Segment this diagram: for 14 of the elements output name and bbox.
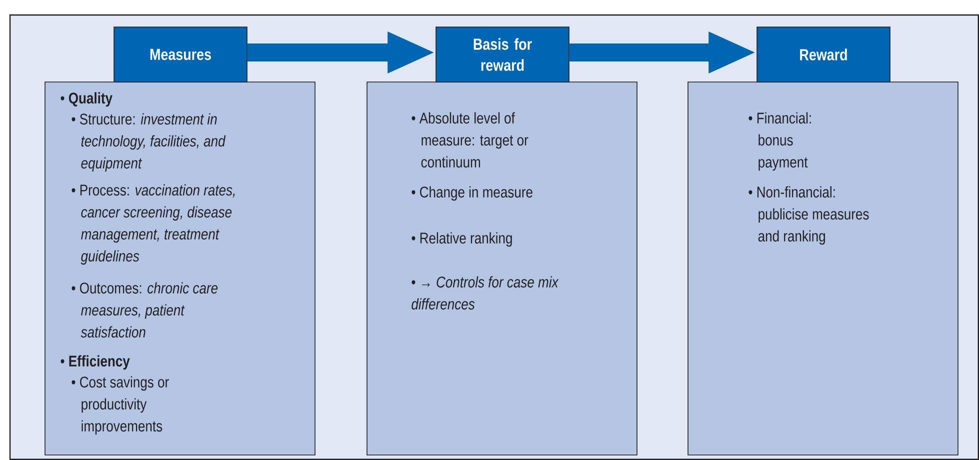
bullet-text: • Cost savings or productivity improvements [72,376,169,435]
header-box: Reward [756,26,890,82]
bullet-text: • Relative ranking [412,232,512,247]
bullet-text: • Financial: bonus payment [748,112,811,171]
bullet-text: • Process: vaccination rates, cancer screening, disease management, treatment guidelines [72,184,235,265]
bullet-text: • Non-financial: publicise measures and ranking [748,186,869,245]
bullet-text: • Efficiency [60,355,130,370]
header-box: Basis for reward [436,26,570,82]
bullet-text: • Change in measure [412,186,532,201]
bullet-text: • Absolute level of measure: target or continuum [412,112,528,168]
bullet-text: • → Controls for case mix differences [412,276,559,310]
bullet-text: • Outcomes: chronic care measures, patient satisfaction [72,282,218,338]
header-box: Measures [114,26,248,82]
bullet-text: • Quality [60,92,112,107]
